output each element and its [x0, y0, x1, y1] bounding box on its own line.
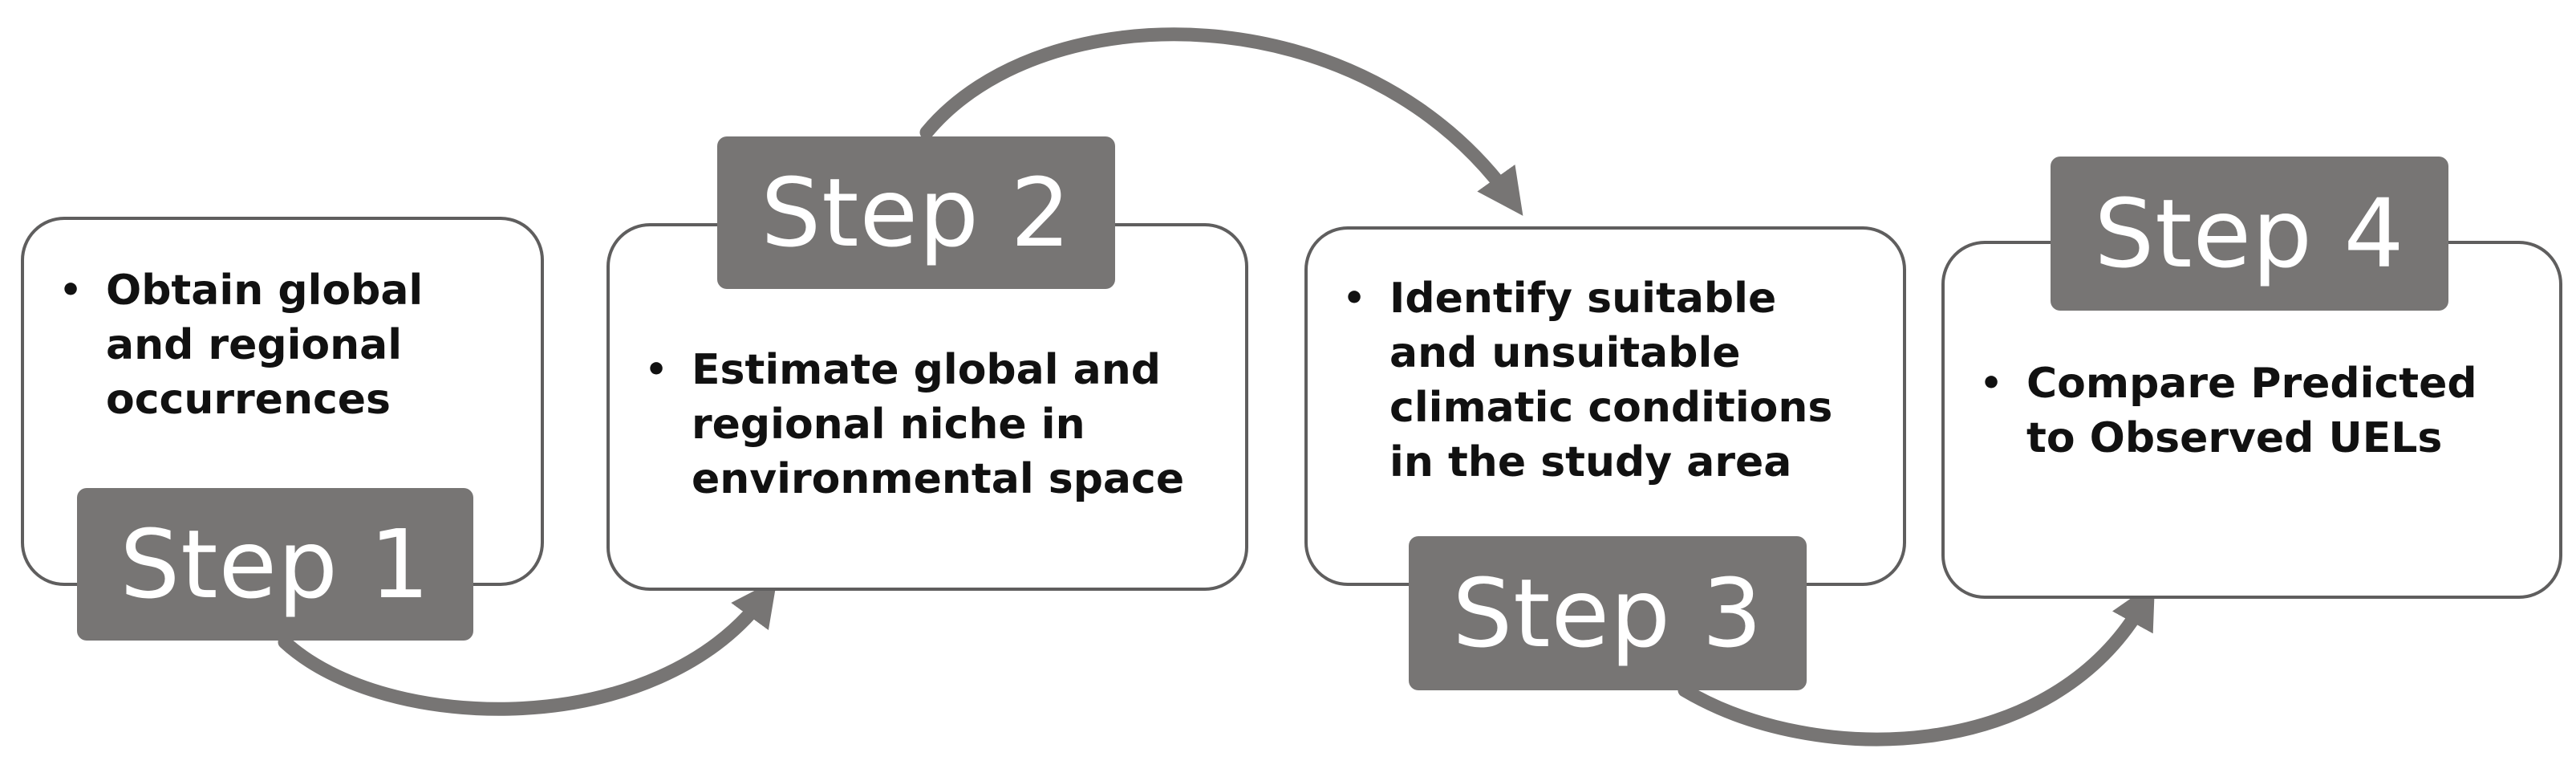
- step-4-bullet: • Compare Predicted to Observed UELs: [1980, 356, 2477, 466]
- step-2-bullet: • Estimate global and regional niche in …: [645, 343, 1184, 506]
- bullet-icon: •: [1980, 363, 2003, 404]
- step-4-box: • Compare Predicted to Observed UELs: [1941, 241, 2562, 599]
- bullet-icon: •: [59, 270, 83, 311]
- connector-arrow-2-3: [919, 27, 1523, 216]
- step-1-tab: Step 1: [77, 488, 473, 641]
- step-1-description: Obtain global and regional occurrences: [106, 266, 424, 424]
- step-3-box: • Identify suitable and unsuitable clima…: [1304, 226, 1906, 586]
- bullet-icon: •: [1343, 278, 1366, 319]
- connector-arrow-1-2: [278, 579, 777, 716]
- step-3-bullet: • Identify suitable and unsuitable clima…: [1343, 271, 1832, 490]
- bullet-icon: •: [645, 349, 668, 390]
- step-4-description: Compare Predicted to Observed UELs: [2026, 360, 2477, 462]
- step-3-description: Identify suitable and unsuitable climati…: [1389, 275, 1833, 486]
- step-1-box: • Obtain global and regional occurrences: [21, 217, 544, 586]
- step-2-tab: Step 2: [717, 136, 1115, 289]
- connector-arrow-3-4: [1677, 581, 2156, 746]
- step-3-tab: Step 3: [1409, 536, 1807, 690]
- step-2-description: Estimate global and regional niche in en…: [692, 346, 1185, 503]
- step-1-bullet: • Obtain global and regional occurrences: [59, 263, 423, 427]
- step-4-tab: Step 4: [2051, 157, 2448, 311]
